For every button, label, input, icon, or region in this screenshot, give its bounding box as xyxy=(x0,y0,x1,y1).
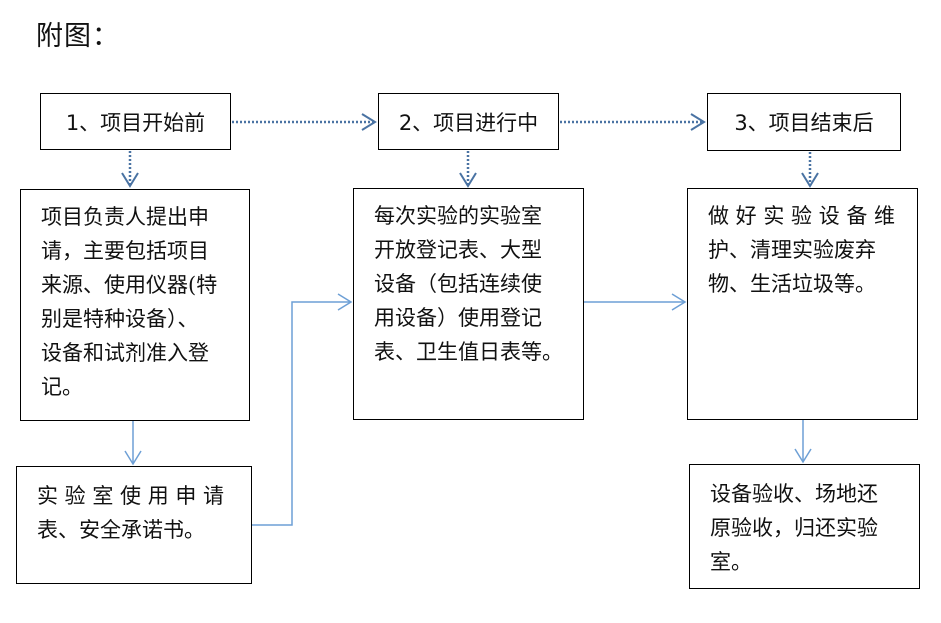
arrowhead-icon xyxy=(121,172,139,188)
during-detail-line: 用设备）使用登记 xyxy=(374,306,542,330)
after-detail-line: 物、生活垃圾等。 xyxy=(708,272,876,296)
during-detail-line: 开放登记表、大型 xyxy=(374,238,542,262)
arrowhead-icon xyxy=(361,113,377,131)
before-detail-line: 来源、使用仪器(特 xyxy=(41,273,218,297)
arrowhead-icon xyxy=(794,448,812,464)
before-detail-line: 请，主要包括项目 xyxy=(41,239,209,263)
dotted-connectors xyxy=(121,113,819,188)
stage-before-label: 1、项目开始前 xyxy=(65,110,206,135)
stage-during-label: 2、项目进行中 xyxy=(398,110,539,135)
after-detail-line: 护、清理实验废弃 xyxy=(708,238,876,262)
during-detail-line: 设备（包括连续使 xyxy=(374,272,542,296)
before-detail-line: 设备和试剂准入登 xyxy=(41,341,209,365)
arrowhead-icon xyxy=(801,172,819,188)
after-acceptance-line: 原验收，归还实验 xyxy=(710,516,878,540)
after-acceptance-line: 室。 xyxy=(710,550,752,574)
after-acceptance-box: 设备验收、场地还 原验收，归还实验 室。 xyxy=(689,464,920,589)
stage-during-box: 2、项目进行中 xyxy=(378,93,559,150)
page-title: 附图： xyxy=(36,21,120,52)
before-forms-line: 实 验 室 使 用 申 请 xyxy=(37,484,225,508)
solid-connectors xyxy=(124,293,812,526)
during-detail-box: 每次实验的实验室 开放登记表、大型 设备（包括连续使 用设备）使用登记 表、卫生… xyxy=(353,188,584,420)
arrowhead-icon xyxy=(459,172,477,188)
arrowhead-icon xyxy=(671,293,687,311)
stage-after-label: 3、项目结束后 xyxy=(734,111,874,135)
before-forms-line: 表、安全承诺书。 xyxy=(37,518,205,542)
after-detail-line: 做 好 实 验 设 备 维 xyxy=(708,204,896,228)
stage-after-box: 3、项目结束后 xyxy=(707,93,901,151)
before-detail-line: 记。 xyxy=(41,375,83,399)
arrow-forms-to-during xyxy=(252,301,351,526)
before-detail-line: 项目负责人提出申 xyxy=(41,205,209,229)
before-forms-box: 实 验 室 使 用 申 请 表、安全承诺书。 xyxy=(16,466,252,584)
after-acceptance-line: 设备验收、场地还 xyxy=(710,482,878,506)
stage-before-box: 1、项目开始前 xyxy=(40,93,231,150)
arrowhead-icon xyxy=(337,293,353,311)
before-detail-box: 项目负责人提出申 请，主要包括项目 来源、使用仪器(特 别是特种设备）、 设备和… xyxy=(20,189,250,421)
after-detail-box: 做 好 实 验 设 备 维 护、清理实验废弃 物、生活垃圾等。 xyxy=(687,188,918,420)
during-detail-line: 每次实验的实验室 xyxy=(374,204,542,228)
arrowhead-icon xyxy=(124,450,142,466)
during-detail-line: 表、卫生值日表等。 xyxy=(374,340,563,364)
before-detail-line: 别是特种设备）、 xyxy=(41,307,199,331)
arrowhead-icon xyxy=(690,113,706,131)
